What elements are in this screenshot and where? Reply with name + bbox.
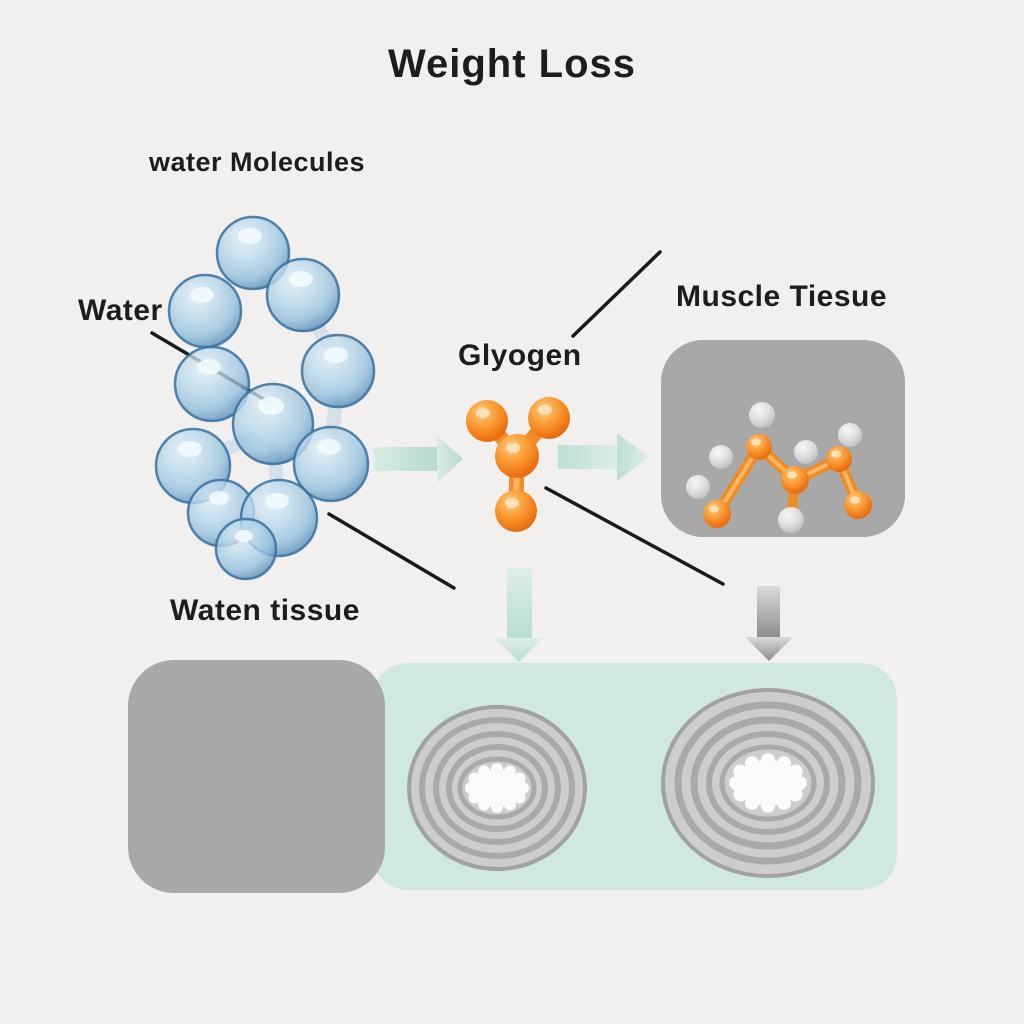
glycogen-sphere bbox=[495, 490, 537, 532]
muscle-tissue-box bbox=[661, 340, 905, 537]
fiber-core bbox=[729, 753, 807, 813]
leader-line-glycogen bbox=[571, 250, 662, 338]
water-sphere bbox=[300, 333, 376, 409]
glycogen-sphere bbox=[466, 400, 508, 442]
right-arrow-icon bbox=[374, 435, 463, 483]
muscle-gray-sphere bbox=[686, 402, 862, 499]
label-muscle-tissue: Muscle Tiesue bbox=[676, 280, 888, 313]
sphere-highlight bbox=[476, 405, 552, 508]
water-sphere bbox=[215, 215, 291, 291]
leader-line-muscle bbox=[544, 486, 725, 586]
muscle-fiber-cross-section bbox=[661, 688, 875, 878]
sphere-highlight bbox=[178, 228, 348, 542]
water-sphere bbox=[167, 273, 243, 349]
label-water-tissue: Waten tissue bbox=[170, 594, 360, 627]
glycogen-sphere bbox=[528, 397, 570, 439]
label-water: Water bbox=[78, 294, 163, 327]
diagram-title: Weight Loss bbox=[387, 42, 637, 86]
glycogen-molecule bbox=[466, 397, 570, 532]
right-arrow-icon bbox=[558, 433, 649, 481]
water-sphere bbox=[292, 425, 370, 503]
tissue-panel-gray bbox=[128, 660, 385, 893]
water-sphere bbox=[214, 517, 278, 581]
fiber-core bbox=[465, 763, 529, 813]
water-sphere bbox=[265, 257, 341, 333]
leader-line-water-tissue bbox=[327, 512, 456, 590]
down-arrow-teal-icon bbox=[495, 568, 543, 662]
muscle-gray-sphere bbox=[778, 507, 804, 533]
water-sphere bbox=[173, 345, 251, 423]
down-arrow-gray-icon bbox=[745, 586, 793, 661]
muscle-fiber-cross-section bbox=[407, 705, 587, 871]
water-sphere bbox=[231, 382, 315, 466]
label-glycogen: Glyogen bbox=[458, 339, 582, 372]
sphere-highlight bbox=[709, 438, 860, 513]
label-water-molecules: water Molecules bbox=[149, 147, 366, 177]
water-molecule-cluster bbox=[154, 215, 376, 581]
glycogen-sphere bbox=[495, 434, 539, 478]
